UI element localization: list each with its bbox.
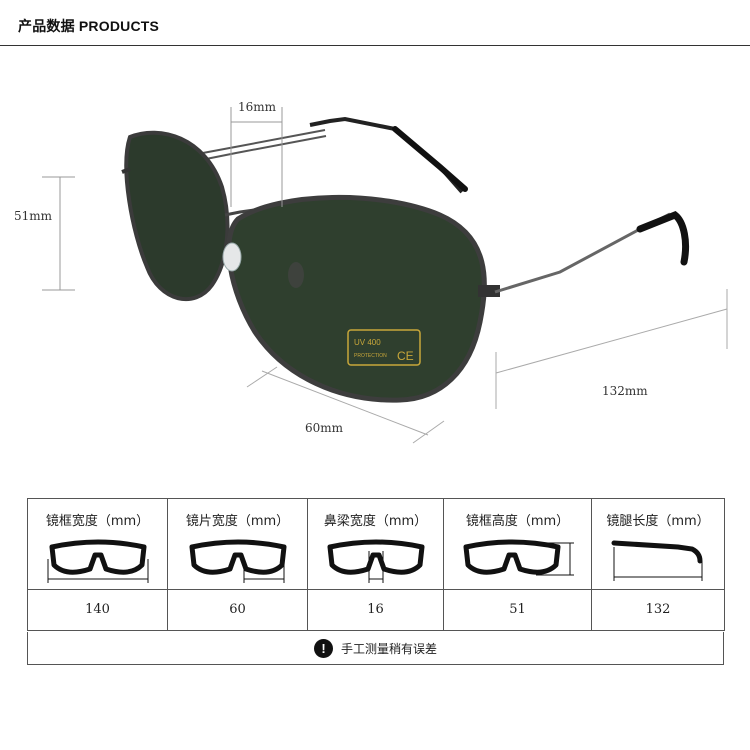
spec-header-lens-width: 镜片宽度（mm） [167, 498, 308, 590]
height-dimension-label: 51mm [14, 209, 53, 223]
spec-value-temple-length: 132 [591, 589, 725, 631]
spec-table: 镜框宽度（mm） 镜片宽度（mm） 鼻梁宽度（mm） [27, 498, 725, 631]
lens-width-dimension-label: 60mm [305, 421, 344, 435]
spec-header-label: 鼻梁宽度（mm） [323, 514, 428, 529]
spec-header-label: 镜框宽度（mm） [45, 514, 150, 529]
measurement-note: ! 手工测量稍有误差 [27, 632, 724, 665]
spec-header-bridge-width: 鼻梁宽度（mm） [307, 498, 444, 590]
temple-arm-icon [611, 540, 703, 581]
frame-height-glasses-icon [463, 539, 574, 576]
spec-value-bridge-width: 16 [307, 589, 444, 631]
sunglasses-illustration: UV 400 PROTECTION CE [42, 107, 728, 444]
spec-header-frame-height: 镜框高度（mm） [443, 498, 592, 590]
product-image-area: UV 400 PROTECTION CE 16mm 51mm 60mm 132m… [0, 47, 750, 497]
header-title: 产品数据 PRODUCTS [18, 18, 160, 34]
lens-width-glasses-icon [189, 539, 286, 583]
spec-value-frame-height: 51 [443, 589, 592, 631]
bridge-dimension-label: 16mm [238, 100, 277, 114]
spec-header-frame-width: 镜框宽度（mm） [27, 498, 168, 590]
spec-header-label: 镜腿长度（mm） [606, 514, 710, 529]
temple-dimension-label: 132mm [602, 384, 648, 398]
bridge-width-glasses-icon [327, 539, 424, 583]
spec-header-temple-length: 镜腿长度（mm） [591, 498, 725, 590]
note-text: 手工测量稍有误差 [340, 641, 437, 656]
spec-value-frame-width: 140 [27, 589, 168, 631]
frame-width-glasses-icon [47, 539, 148, 583]
header-divider [0, 45, 750, 46]
protection-mark: PROTECTION [354, 353, 387, 359]
page-header: 产品数据 PRODUCTS [0, 0, 750, 46]
spec-header-label: 镜框高度（mm） [465, 514, 570, 529]
spec-value-row: 140 60 16 51 132 [27, 589, 725, 631]
ce-mark: CE [397, 349, 414, 363]
spec-header-label: 镜片宽度（mm） [185, 514, 290, 529]
uv-mark: UV 400 [354, 338, 381, 347]
spec-header-row: 镜框宽度（mm） 镜片宽度（mm） 鼻梁宽度（mm） [27, 498, 725, 590]
spec-value-lens-width: 60 [167, 589, 308, 631]
exclamation-icon: ! [313, 638, 333, 658]
